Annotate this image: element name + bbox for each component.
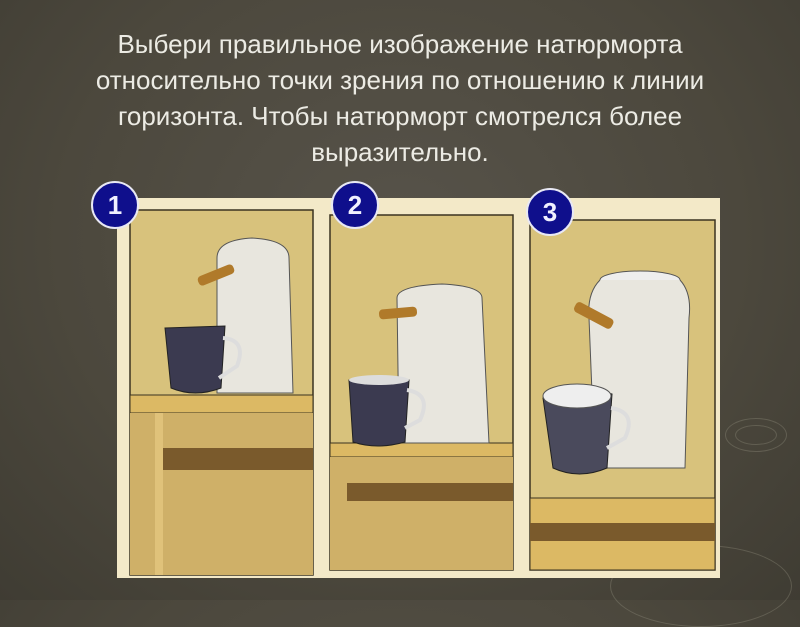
option-3-badge[interactable]: 3	[526, 188, 574, 236]
still-life-illustration	[117, 198, 720, 578]
panel-3	[529, 219, 716, 571]
panel-2	[329, 214, 514, 571]
slide-title: Выбери правильное изображение натюрморта…	[95, 29, 705, 167]
panel-1	[129, 209, 314, 576]
option-2-badge[interactable]: 2	[331, 181, 379, 229]
option-1-badge[interactable]: 1	[91, 181, 139, 229]
